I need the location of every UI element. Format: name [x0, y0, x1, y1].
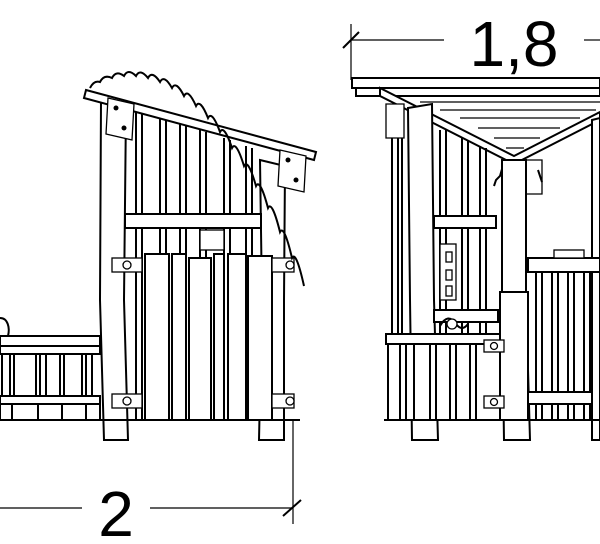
dimension-label-left: 2	[98, 478, 134, 544]
front-view: 1,8	[342, 8, 600, 441]
dimension-label-right: 1,8	[470, 8, 559, 80]
front-right-panel	[527, 249, 600, 420]
side-view: 2	[0, 71, 318, 544]
side-roof	[82, 71, 318, 287]
front-ladder	[433, 243, 499, 330]
front-sandbox	[385, 333, 505, 421]
side-panel-planks	[144, 229, 273, 421]
dimension-width-2	[0, 420, 302, 524]
front-roof	[351, 77, 600, 195]
side-sandbox	[0, 317, 101, 421]
side-brackets	[111, 257, 295, 409]
front-post-right	[591, 116, 600, 441]
front-rail	[433, 215, 497, 229]
side-rail	[124, 213, 262, 229]
front-tall-plank	[499, 291, 529, 421]
dimension-width-1-8	[342, 24, 600, 80]
